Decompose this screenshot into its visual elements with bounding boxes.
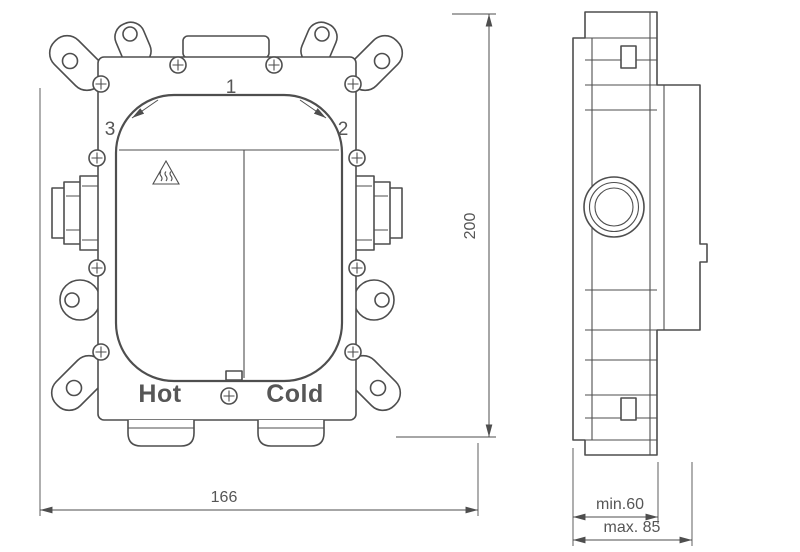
phillips-screw-icon [265, 56, 283, 74]
cold-connection-stub [257, 420, 325, 447]
depth-min-dimension-label: min.60 [596, 496, 644, 513]
width-dimension: 166 [39, 88, 479, 516]
height-dimension: 200 [396, 13, 496, 438]
left-side-connector [51, 175, 101, 251]
front-view: 1 3 2 Hot Cold [48, 21, 404, 447]
side-view [572, 11, 708, 456]
cold-port-label: Cold [266, 380, 324, 408]
width-dimension-label: 166 [211, 489, 238, 506]
side-profile-outline [572, 11, 708, 456]
step-annotations: 1 3 2 [105, 77, 349, 140]
dimensions: 166 200 min.60 max. 85 [39, 13, 693, 546]
depth-max-dimension-label: max. 85 [604, 519, 661, 536]
step-3-arrow-icon [131, 99, 159, 119]
bottom-bolt [620, 397, 637, 421]
step-2-label: 2 [338, 119, 349, 140]
mounting-holes [61, 26, 391, 397]
phillips-screw-icon [92, 75, 110, 93]
phillips-screw-icon [220, 387, 238, 405]
step-1-label: 1 [226, 77, 237, 98]
body-notch [225, 370, 243, 381]
phillips-screw-icon [344, 343, 362, 361]
step-2-arrow-icon [299, 99, 327, 119]
top-bolt [620, 45, 637, 69]
phillips-screw-icon [348, 259, 366, 277]
hot-surface-warning-icon [152, 159, 180, 185]
hot-port-label: Hot [138, 380, 181, 408]
phillips-screw-icon [344, 75, 362, 93]
top-mounting-tab [182, 35, 270, 59]
phillips-screw-icon [88, 259, 106, 277]
depth-max-dimension: max. 85 [573, 462, 693, 546]
side-profile-details [585, 12, 665, 455]
step-3-label: 3 [105, 119, 116, 140]
side-port-circles [583, 176, 645, 238]
hot-connection-stub [127, 420, 195, 447]
depth-min-dimension: min.60 [572, 448, 659, 546]
phillips-screw-icon [92, 343, 110, 361]
phillips-screw-icon [169, 56, 187, 74]
phillips-screw-icon [88, 149, 106, 167]
phillips-screw-icon [348, 149, 366, 167]
right-side-connector [353, 175, 403, 251]
valve-body [114, 93, 344, 383]
height-dimension-label: 200 [462, 213, 479, 240]
